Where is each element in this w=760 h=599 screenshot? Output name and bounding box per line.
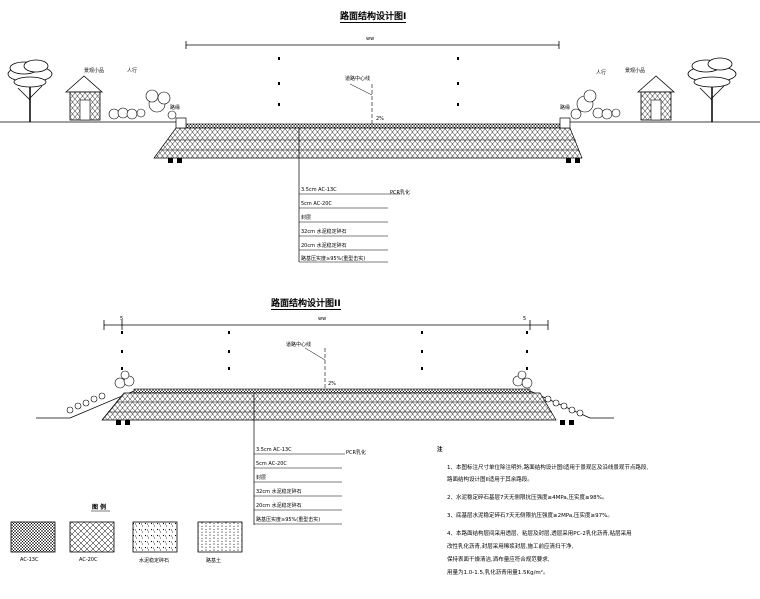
section1-walk-label-right: 人行 xyxy=(596,70,607,76)
shrub-icon-left xyxy=(108,89,177,120)
notes-line-2: 路面结构设计图II适用于其余路段。 xyxy=(447,477,533,483)
shrub-icon-slope-right xyxy=(512,370,584,417)
legend-label-ac13c: AC-13C xyxy=(20,557,39,563)
section2-layer-6: 路基压实度≥95%(重型击实) xyxy=(256,517,321,523)
section1-layer-5: 20cm 水泥稳定碎石 xyxy=(301,243,347,249)
section2-edge-label-left: 5 xyxy=(120,316,124,322)
section1-layer-2: 5cm AC-20C xyxy=(301,201,332,207)
section1-curb-label-left: 路缘 xyxy=(170,105,181,111)
legend-label-cement: 水泥稳定碎石 xyxy=(139,558,170,564)
notes-line-1: 1、本图标注尺寸单位除注明外,路面结构设计图I适用于景观区及沿线景观节点路段, xyxy=(447,465,649,471)
section1-layer-6: 路基压实度≥95%(重型击实) xyxy=(301,256,366,262)
section1-walk-label-left: 人行 xyxy=(127,68,138,74)
section2-layer-tag: PCR乳化 xyxy=(346,450,366,456)
section1-layer-3: 封层 xyxy=(301,215,312,221)
section1-layer-1: 3.5cm AC-13C xyxy=(301,187,337,193)
shrub-icon-right xyxy=(570,89,621,120)
section2-slope-label: 2% xyxy=(328,381,336,387)
section1-layer-tag: PCR乳化 xyxy=(390,190,410,196)
section1-house-label-left: 景观小品 xyxy=(84,68,105,74)
section2-title: 路面结构设计图II xyxy=(271,296,341,310)
section1-width-label: ww xyxy=(366,36,375,42)
legend-label-soil: 路基土 xyxy=(206,558,222,564)
notes-line-4: 3、底基层水泥稳定碎石7天无侧限抗压强度≥2MPa,压实度≥97%。 xyxy=(447,513,613,519)
legend-swatch-ac20c xyxy=(69,521,115,553)
section1-slope-label: 2% xyxy=(376,116,384,122)
section2-centerline-label: 道路中心线 xyxy=(286,342,312,348)
section2-width-label: ww xyxy=(318,316,327,322)
legend-swatch-cement xyxy=(132,521,178,553)
legend-swatches xyxy=(10,510,243,553)
section1-drawing xyxy=(0,41,760,263)
tree-icon-left xyxy=(7,59,53,122)
section1-centerline-label: 道路中心线 xyxy=(345,76,371,82)
section2-edge-label-right: 5 xyxy=(523,316,527,322)
notes-line-8: 用量为1.0-1.5,乳化沥青用量1.5Kg/m²。 xyxy=(447,570,549,576)
section2-layer-3: 封层 xyxy=(256,475,267,481)
section2-layer-2: 5cm AC-20C xyxy=(256,461,287,467)
section1-layer-4: 32cm 水泥稳定碎石 xyxy=(301,229,347,235)
section1-house-label-right: 景观小品 xyxy=(625,68,646,74)
section2-layer-1: 3.5cm AC-13C xyxy=(256,447,292,453)
legend-title: 图 例 xyxy=(92,504,107,511)
section1-title: 路面结构设计图I xyxy=(340,9,407,23)
section2-layer-4: 32cm 水泥稳定碎石 xyxy=(256,489,302,495)
legend-swatch-ac13c xyxy=(10,521,56,553)
notes-line-7: 保持表面干燥清洁,洒布量应符合规范要求, xyxy=(447,557,550,563)
notes-block: 注 1、本图标注尺寸单位除注明外,路面结构设计图I适用于景观区及沿线景观节点路段… xyxy=(437,447,757,597)
tree-icon-right xyxy=(687,57,737,122)
notes-line-3: 2、水泥稳定碎石基层7天无侧限抗压强度≥4MPa,压实度≥98%。 xyxy=(447,495,608,501)
section1-curb-label-right: 路缘 xyxy=(560,105,571,111)
legend-label-ac20c: AC-20C xyxy=(79,557,98,563)
notes-line-6: 改性乳化沥青,封层采用稀浆封层,施工前应清扫干净, xyxy=(447,544,574,550)
section2-layer-5: 20cm 水泥稳定碎石 xyxy=(256,503,302,509)
notes-title: 注 xyxy=(437,447,443,453)
shrub-icon-slope-left xyxy=(66,370,135,414)
legend-swatch-soil xyxy=(197,521,243,553)
notes-line-5: 4、本路面结构层间采用透层、粘层及封层,透层采用PC-2乳化沥青,粘层采用 xyxy=(447,531,632,537)
section2-drawing xyxy=(36,320,614,525)
pavilion-icon-left xyxy=(64,75,104,121)
pavilion-icon-right xyxy=(636,75,676,121)
